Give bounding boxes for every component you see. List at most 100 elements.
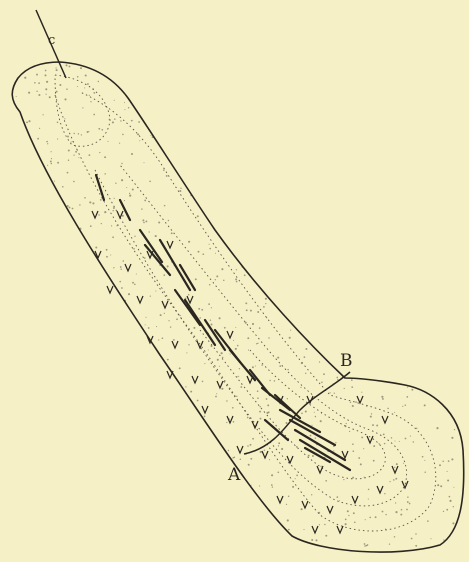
stipple-dot (87, 83, 89, 85)
stipple-dot (287, 519, 289, 521)
stipple-dot (412, 274, 413, 275)
stipple-dot (379, 244, 381, 246)
stipple-dot (123, 355, 125, 357)
stipple-dot (310, 339, 311, 340)
stipple-dot (463, 389, 464, 390)
stipple-dot (221, 352, 223, 354)
stipple-dot (135, 527, 137, 529)
stipple-dot (317, 89, 319, 91)
stipple-dot (259, 327, 261, 329)
stipple-dot (168, 220, 170, 222)
stipple-dot (64, 98, 66, 100)
stipple-dot (27, 526, 28, 527)
stipple-dot (305, 348, 307, 350)
stipple-dot (119, 530, 120, 531)
stipple-dot (288, 529, 290, 531)
stipple-dot (184, 437, 185, 438)
stipple-dot (264, 124, 266, 126)
stipple-dot (84, 441, 86, 443)
stipple-dot (69, 467, 71, 469)
stipple-dot (277, 357, 279, 359)
stipple-dot (352, 405, 354, 407)
stipple-dot (144, 199, 146, 201)
stipple-dot (439, 189, 441, 191)
stipple-dot (338, 318, 340, 320)
stipple-dot (311, 425, 312, 426)
stipple-dot (352, 443, 354, 445)
stipple-dot (366, 140, 368, 142)
stipple-dot (419, 367, 420, 368)
stipple-dot (57, 138, 58, 139)
stipple-dot (199, 317, 201, 319)
stipple-dot (207, 467, 208, 468)
stipple-dot (202, 253, 204, 255)
stipple-dot (238, 376, 239, 377)
stipple-dot (229, 64, 230, 65)
stipple-dot (162, 337, 164, 339)
stipple-dot (32, 298, 34, 300)
stipple-dot (462, 413, 464, 415)
stipple-dot (451, 184, 453, 186)
inner-contour-inner (95, 165, 407, 506)
v-mark (117, 211, 123, 218)
stipple-dot (250, 559, 252, 561)
stipple-dot (453, 506, 454, 507)
stipple-dot (122, 134, 124, 136)
stipple-dot (421, 315, 423, 317)
stipple-dot (274, 380, 276, 382)
stipple-dot (76, 239, 77, 240)
stipple-dot (60, 282, 62, 284)
stipple-dot (341, 219, 342, 220)
stipple-dot (36, 487, 38, 489)
v-mark (277, 496, 283, 503)
stipple-dot (283, 307, 284, 308)
stipple-dot (462, 377, 464, 379)
stipple-dot (310, 98, 312, 100)
stipple-dot (96, 266, 97, 267)
stipple-dot (296, 298, 298, 300)
stipple-dot (394, 467, 395, 468)
stipple-dot (278, 445, 279, 446)
stipple-dot (199, 506, 201, 508)
stipple-dot (34, 405, 36, 407)
stipple-dot (50, 307, 51, 308)
stipple-dot (390, 277, 391, 278)
stipple-dot (14, 388, 16, 390)
stipple-dot (424, 63, 426, 65)
stipple-dot (74, 386, 75, 387)
stipple-dot (185, 501, 187, 503)
stipple-dot (265, 303, 266, 304)
stipple-dot (158, 221, 160, 223)
stipple-dot (312, 331, 314, 333)
stipple-dot (142, 462, 144, 464)
stipple-dot (167, 265, 169, 267)
stipple-dot (262, 513, 263, 514)
stipple-dot (413, 441, 414, 442)
stipple-dot (85, 74, 87, 76)
stipple-dot (221, 268, 223, 270)
stipple-dot (148, 416, 149, 417)
stipple-dot (155, 235, 157, 237)
stipple-dot (31, 203, 32, 204)
stipple-dot (236, 269, 237, 270)
stipple-dot (348, 192, 349, 193)
stipple-dot (461, 282, 462, 283)
stipple-dot (165, 426, 167, 428)
v-mark (172, 341, 178, 348)
stipple-dot (167, 533, 169, 535)
stipple-dot (21, 241, 23, 243)
stipple-dot (263, 306, 265, 308)
stipple-dot (323, 373, 325, 375)
stipple-dot (85, 512, 87, 514)
stipple-dot (225, 185, 227, 187)
stipple-dot (198, 251, 200, 253)
stipple-dot (321, 413, 322, 414)
stipple-dot (54, 340, 55, 341)
stipple-dot (372, 424, 374, 426)
stipple-dot (233, 456, 235, 458)
stipple-dot (45, 254, 46, 255)
stipple-dot (349, 323, 351, 325)
stipple-dot (28, 211, 30, 213)
stipple-dot (406, 210, 407, 211)
stipple-dot (65, 496, 67, 498)
